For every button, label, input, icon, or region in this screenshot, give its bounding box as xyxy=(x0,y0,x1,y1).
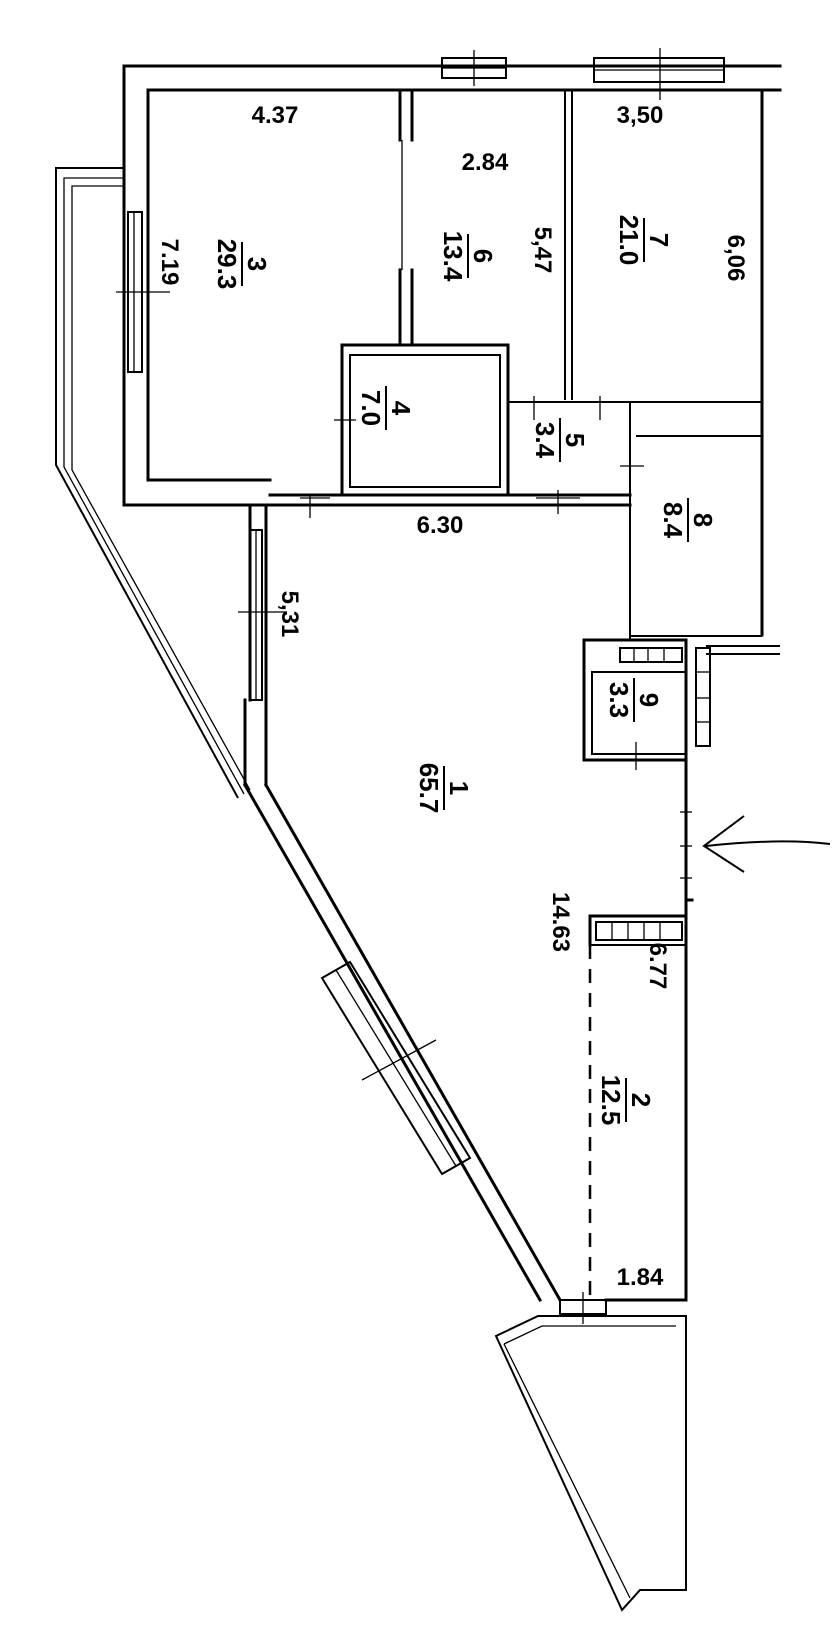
doors xyxy=(300,396,692,879)
room-label-9: 93.3 xyxy=(604,678,664,722)
room-label-1: 165.7 xyxy=(414,763,474,814)
room-number: 2 xyxy=(626,1093,656,1107)
windows xyxy=(116,48,725,1324)
room-label-3: 329.3 xyxy=(212,239,272,290)
exterior-walls xyxy=(122,64,782,1303)
room-area: 21.0 xyxy=(614,215,644,266)
dim-6-30: 6.30 xyxy=(417,512,464,539)
room-number: 1 xyxy=(444,781,474,795)
interior-walls xyxy=(268,88,780,1302)
dim-4-37: 4.37 xyxy=(252,102,299,129)
room-number: 6 xyxy=(468,249,498,263)
room-number: 3 xyxy=(242,257,272,271)
entrance-arrow-icon xyxy=(702,815,831,873)
room-area: 13.4 xyxy=(438,231,468,282)
room-area: 12.5 xyxy=(596,1075,626,1126)
room-number: 9 xyxy=(634,693,664,707)
room-area: 7.0 xyxy=(356,390,386,426)
room-number: 4 xyxy=(386,401,416,416)
room-label-2: 212.5 xyxy=(596,1075,656,1126)
dim-1-84: 1.84 xyxy=(617,1264,664,1291)
closet-shelving xyxy=(595,647,711,941)
room-label-4: 47.0 xyxy=(356,386,416,430)
room-label-6: 613.4 xyxy=(438,231,498,282)
room-number: 5 xyxy=(560,433,590,447)
room-label-5: 53.4 xyxy=(530,418,590,462)
room-area: 3.4 xyxy=(530,422,560,459)
dim-5-31: 5,31 xyxy=(276,591,303,638)
room-area: 65.7 xyxy=(414,763,444,814)
balcony-south xyxy=(494,1315,687,1612)
room-area: 3.3 xyxy=(604,682,634,718)
room-label-8: 88.4 xyxy=(658,498,718,542)
dim-14-63: 14.63 xyxy=(547,892,574,952)
dim-7-19: 7.19 xyxy=(156,239,183,286)
dim-6-77: 6.77 xyxy=(644,943,671,990)
room-area: 8.4 xyxy=(658,502,688,539)
dim-3-50: 3,50 xyxy=(617,102,664,129)
dim-6-06: 6,06 xyxy=(722,235,749,282)
room-label-7: 721.0 xyxy=(614,215,674,266)
dim-5-47: 5,47 xyxy=(529,227,556,274)
dim-2-84: 2.84 xyxy=(462,149,509,176)
dimension-labels: 4.37 2.84 3,50 6.30 1.84 7.19 5,47 6,06 … xyxy=(156,102,749,1291)
room-number: 8 xyxy=(688,513,718,527)
room-area: 29.3 xyxy=(212,239,242,290)
balcony-west xyxy=(55,167,251,799)
room-number: 7 xyxy=(644,233,674,247)
